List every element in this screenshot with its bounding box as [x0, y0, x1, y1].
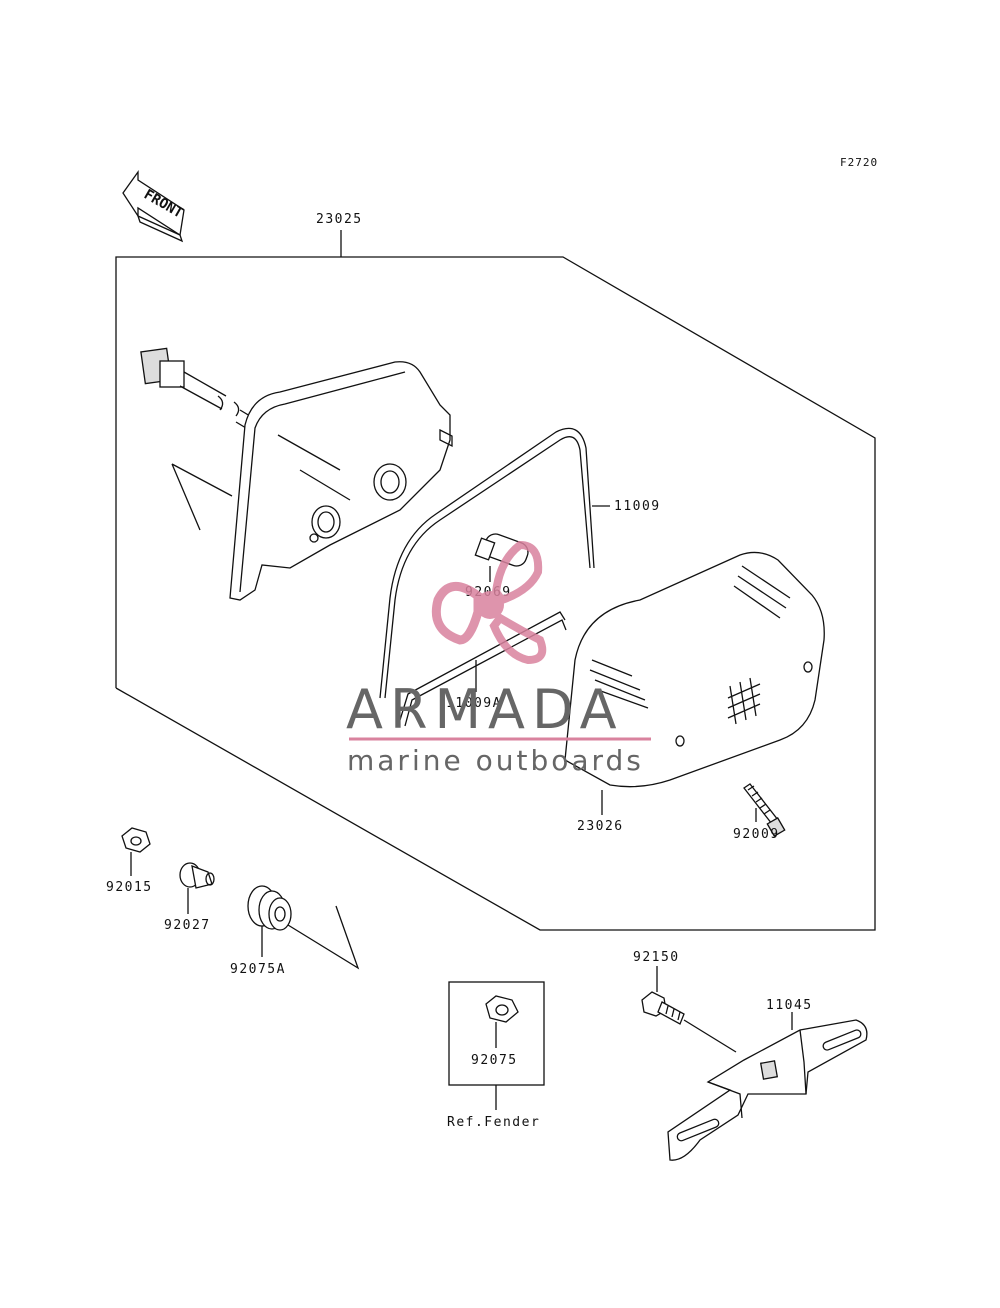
label-92150: 92150: [633, 950, 680, 965]
gasket-11009A: [399, 611, 567, 727]
label-23026: 23026: [577, 819, 624, 834]
watermark-tagline: marine outboards: [347, 744, 644, 777]
bolt-92150: [641, 966, 737, 1053]
watermark-brand: ARMADA: [346, 678, 624, 741]
grommet-92075A: [247, 885, 360, 970]
ref-fender-label: Ref.Fender: [447, 1115, 540, 1130]
ref-fender-box: [448, 981, 545, 1110]
label-92009: 92009: [733, 827, 780, 842]
grille-icon: [727, 677, 761, 725]
label-11009A: 11009A: [446, 696, 502, 711]
assembly-outline: [115, 230, 876, 931]
watermark: ARMADA marine outboards: [346, 540, 651, 777]
label-92027: 92027: [164, 918, 211, 933]
collar-92027: [179, 862, 215, 914]
propeller-icon: [431, 540, 547, 665]
lamp-housing: [140, 347, 453, 601]
label-92075A: 92075A: [230, 962, 286, 977]
bracket-11045: [667, 1012, 868, 1161]
label-23025: 23025: [316, 212, 363, 227]
label-11009: 11009: [614, 499, 661, 514]
label-92015: 92015: [106, 880, 153, 895]
label-11045: 11045: [766, 998, 813, 1013]
bulb-92069: [474, 533, 529, 582]
gasket-11009: [379, 427, 610, 699]
front-arrow-icon: FRONT: [122, 169, 186, 243]
nut-92015: [121, 827, 151, 876]
label-92075: 92075: [471, 1053, 518, 1068]
lens-23026: [564, 551, 825, 815]
figure-code: F2720: [840, 156, 878, 169]
screw-92009: [743, 783, 786, 837]
